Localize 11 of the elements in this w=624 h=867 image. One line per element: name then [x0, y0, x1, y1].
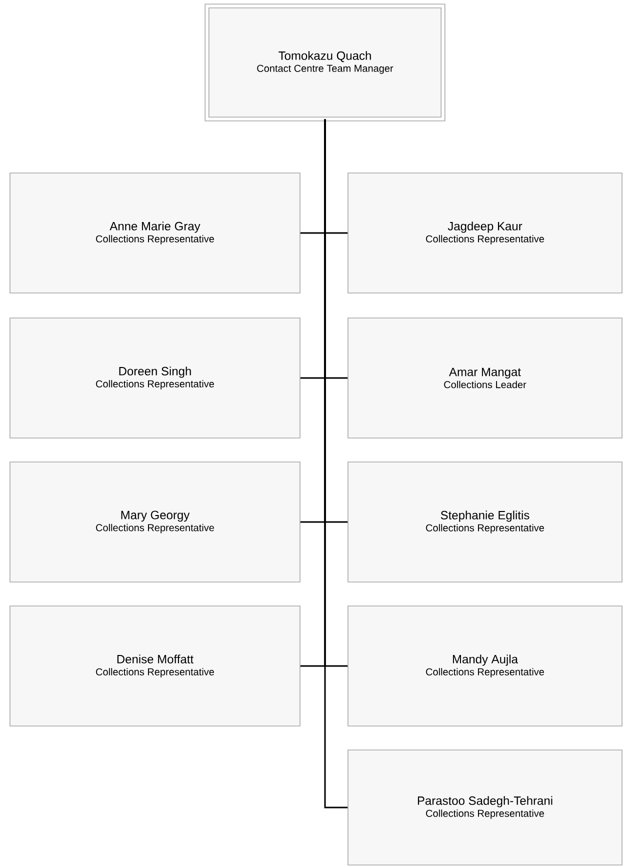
person-box: Anne Marie Gray Collections Representative	[10, 172, 300, 294]
person-box: Mandy Aujla Collections Representative	[348, 606, 622, 726]
person-box: Stephanie Eglitis Collections Representative	[348, 462, 622, 582]
connector-line	[324, 119, 348, 808]
person-box: Amar Mangat Collections Leader	[348, 318, 622, 438]
person-box: Denise Moffatt Collections Representative	[10, 606, 300, 726]
person-box: Jagdeep Kaur Collections Representative	[348, 172, 622, 294]
person-box: Doreen Singh Collections Representative	[10, 318, 300, 438]
person-box: Parastoo Sadegh-Tehrani Collections Representative	[348, 750, 622, 866]
person-box: Mary Georgy Collections Representative	[10, 462, 300, 582]
manager-box: Tomokazu Quach Contact Centre Team Manager	[204, 4, 446, 122]
